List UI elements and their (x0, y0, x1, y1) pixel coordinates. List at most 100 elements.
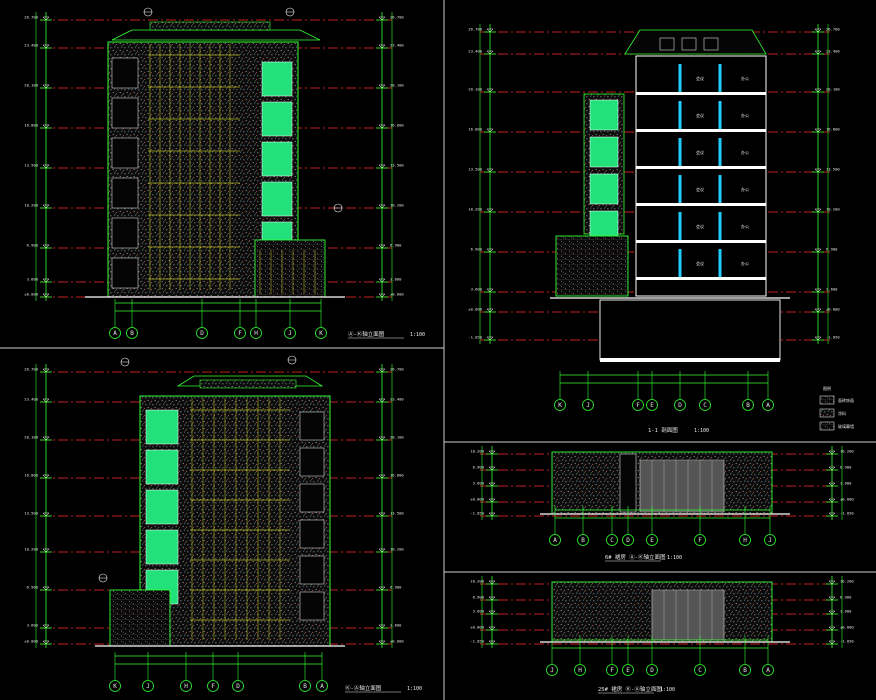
grid-bubble (646, 534, 658, 546)
level-marker (486, 248, 494, 253)
grid-bubble (577, 534, 589, 546)
grid-label: A (320, 683, 324, 690)
level-marker (42, 548, 50, 553)
level-label: 26.700 (390, 367, 404, 372)
level-marker (486, 88, 494, 93)
level-marker (814, 88, 822, 93)
room-label: 办公 (741, 223, 749, 229)
roof-parapet (149, 21, 271, 31)
level-marker (828, 466, 836, 471)
grid-bubble (234, 327, 246, 339)
level-label: 10.200 (470, 449, 484, 454)
column (678, 138, 682, 166)
level-marker (488, 512, 496, 517)
glass-panel (261, 101, 293, 137)
column (718, 101, 722, 129)
column (718, 175, 722, 203)
room-label: 会议 (696, 186, 704, 192)
level-label: 6.900 (471, 247, 483, 252)
roof-equipment (681, 37, 697, 51)
glass-panel (145, 489, 179, 525)
level-marker (828, 640, 836, 645)
level-marker (42, 624, 50, 629)
level-label: 6.900 (27, 243, 39, 248)
level-marker (486, 336, 494, 341)
podium-block (109, 589, 171, 647)
level-label: 6.900 (390, 243, 402, 248)
level-label: 3.600 (27, 623, 39, 628)
grid-label: D (236, 683, 240, 690)
level-marker (42, 398, 50, 403)
level-label: 3.600 (27, 277, 39, 282)
window (299, 591, 325, 621)
grid-bubble (762, 664, 774, 676)
level-label: ±0.000 (390, 292, 404, 297)
basement-slab (600, 358, 780, 362)
grid-label: B (130, 330, 134, 337)
level-label: 10.200 (840, 449, 854, 454)
panel-elevation-6: 10.2006.9003.600±0.000-1.05010.2006.9003… (470, 446, 854, 562)
view-title: Ⓚ-Ⓐ轴立面图 (345, 684, 382, 692)
level-label: ±0.000 (390, 639, 404, 644)
window (299, 519, 325, 549)
level-marker (42, 586, 50, 591)
level-marker (814, 168, 822, 173)
floor-slab (636, 129, 766, 132)
floor-slab (636, 166, 766, 169)
grid-label: C (698, 667, 702, 674)
roof-canopy (111, 29, 321, 41)
grid-label: H (578, 667, 582, 674)
grid-label: F (211, 683, 215, 690)
column (678, 249, 682, 277)
level-marker (828, 512, 836, 517)
level-label: 10.200 (470, 579, 484, 584)
level-label: 13.500 (24, 163, 38, 168)
grid-label: B (581, 537, 585, 544)
level-marker (378, 436, 386, 441)
window (111, 177, 139, 209)
window (111, 137, 139, 169)
level-label: 20.100 (468, 87, 482, 92)
level-marker (378, 204, 386, 209)
level-marker (378, 368, 386, 373)
level-marker (814, 288, 822, 293)
level-marker (488, 450, 496, 455)
level-label: 16.800 (24, 473, 38, 478)
level-marker (42, 84, 50, 89)
level-label: 26.700 (826, 27, 840, 32)
column (678, 101, 682, 129)
level-label: 3.600 (473, 481, 485, 486)
level-label: 16.800 (24, 123, 38, 128)
room-label: 会议 (696, 75, 704, 81)
grid-label: D (650, 667, 654, 674)
grid-bubble (126, 327, 138, 339)
level-marker (814, 28, 822, 33)
grid-label: B (746, 402, 750, 409)
level-marker (828, 596, 836, 601)
level-marker (814, 248, 822, 253)
window (111, 217, 139, 249)
grid-bubble (196, 327, 208, 339)
level-label: 3.600 (390, 623, 402, 628)
level-label: 10.200 (468, 207, 482, 212)
grid-bubble (284, 327, 296, 339)
glass-panel (589, 99, 619, 131)
grid-label: B (743, 667, 747, 674)
level-label: 3.600 (471, 287, 483, 292)
grid-bubble (142, 680, 154, 692)
level-marker (42, 368, 50, 373)
legend-swatch (819, 395, 835, 405)
glass-panel (589, 173, 619, 205)
view-title: 25# 裙房 Ⓚ-Ⓐ轴立面图 (598, 685, 662, 693)
level-marker (378, 164, 386, 169)
level-marker (814, 208, 822, 213)
glass-panel (145, 449, 179, 485)
legend-swatch (819, 408, 835, 418)
level-label: 23.400 (24, 43, 38, 48)
level-label: 3.600 (473, 609, 485, 614)
level-label: ±0.000 (24, 292, 38, 297)
level-label: 3.600 (390, 277, 402, 282)
level-marker (378, 548, 386, 553)
room-label: 办公 (741, 186, 749, 192)
